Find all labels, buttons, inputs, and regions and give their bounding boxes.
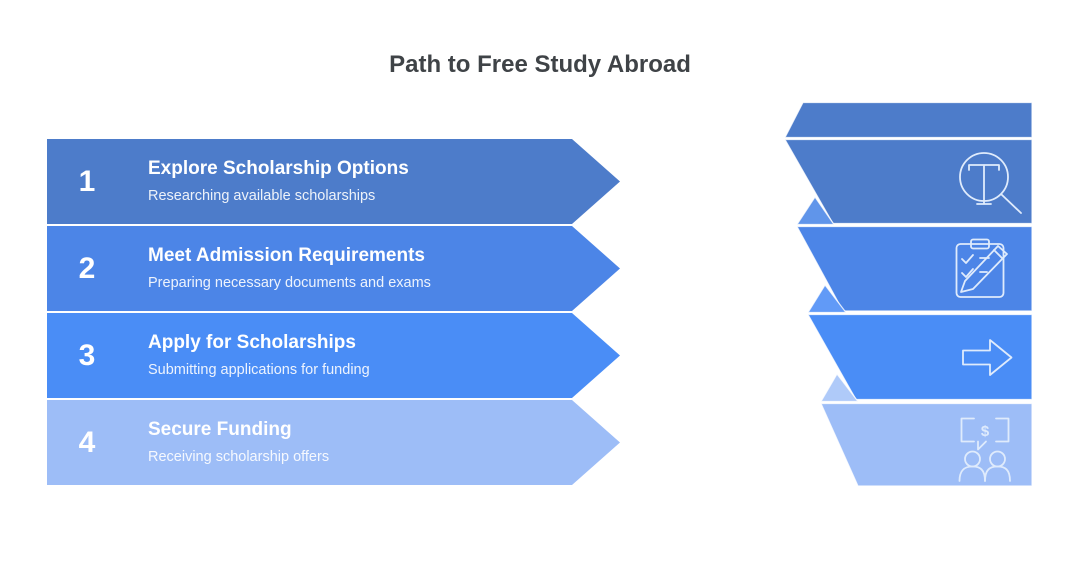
step-title: Explore Scholarship Options xyxy=(148,158,409,179)
step-subtitle: Preparing necessary documents and exams xyxy=(148,275,431,291)
ribbon-fold-4 xyxy=(820,373,859,403)
step-texts: Secure Funding Receiving scholarship off… xyxy=(148,400,560,485)
step-number: 2 xyxy=(78,251,96,285)
step-row-3: 3 Apply for Scholarships Submitting appl… xyxy=(47,313,620,398)
step-subtitle: Submitting applications for funding xyxy=(148,362,370,378)
step-texts: Meet Admission Requirements Preparing ne… xyxy=(148,226,560,311)
step-number: 3 xyxy=(78,338,96,372)
step-row-2: 2 Meet Admission Requirements Preparing … xyxy=(47,226,620,311)
ribbon-face-4 xyxy=(820,402,1033,487)
step-number: 1 xyxy=(78,164,96,198)
step-texts: Explore Scholarship Options Researching … xyxy=(148,139,560,224)
folded-ribbon-graphic: $ xyxy=(784,101,1033,487)
ribbon-top-band xyxy=(784,101,1033,139)
search-text-icon xyxy=(959,152,1022,214)
money-conversation-icon: $ xyxy=(958,417,1011,482)
step-title: Meet Admission Requirements xyxy=(148,245,425,266)
step-subtitle: Receiving scholarship offers xyxy=(148,449,330,465)
step-subtitle: Researching available scholarships xyxy=(148,188,376,204)
step-title: Apply for Scholarships xyxy=(148,332,356,353)
ribbon-face-1 xyxy=(784,138,1033,225)
ribbon-fold-3 xyxy=(807,284,847,314)
checklist-pencil-icon xyxy=(955,238,1008,298)
step-number: 4 xyxy=(78,425,96,459)
step-row-1: 1 Explore Scholarship Options Researchin… xyxy=(47,139,620,224)
steps-list: 1 Explore Scholarship Options Researchin… xyxy=(47,139,620,487)
step-texts: Apply for Scholarships Submitting applic… xyxy=(148,313,560,398)
ribbon-face-3 xyxy=(807,313,1033,401)
ribbon-fold-2 xyxy=(796,196,835,226)
step-row-4: 4 Secure Funding Receiving scholarship o… xyxy=(47,400,620,485)
step-title: Secure Funding xyxy=(148,419,292,440)
arrow-right-icon xyxy=(962,339,1013,376)
page-title: Path to Free Study Abroad xyxy=(389,51,691,78)
dollar-symbol: $ xyxy=(981,423,990,440)
